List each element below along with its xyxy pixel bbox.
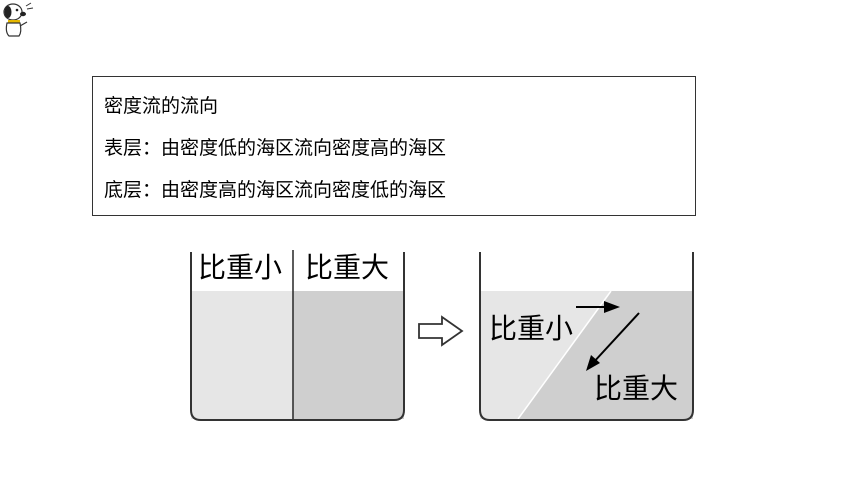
snoopy-logo-icon — [3, 2, 34, 37]
right-heavy-label: 比重大 — [594, 372, 678, 405]
surface-layer-text: 表层：由密度低的海区流向密度高的海区 — [104, 137, 447, 159]
density-current-textbox: 密度流的流向 表层：由密度低的海区流向密度高的海区 底层：由密度高的海区流向密度… — [92, 76, 696, 216]
transition-arrow-icon — [418, 315, 464, 347]
bottom-layer-text: 底层：由密度高的海区流向密度低的海区 — [104, 179, 447, 201]
bottom-flow-arrow-icon — [586, 312, 640, 371]
left-heavy-label: 比重大 — [305, 251, 389, 284]
right-container: 比重小 比重大 — [479, 252, 694, 421]
left-container: 比重小 比重大 — [190, 250, 405, 421]
right-light-label: 比重小 — [489, 312, 573, 345]
heavy-water-right — [293, 291, 404, 419]
light-water-left — [191, 291, 293, 419]
surface-flow-arrow-icon — [576, 301, 620, 313]
interface-line — [517, 290, 612, 420]
left-beaker-outline — [190, 252, 405, 421]
right-beaker-outline — [479, 252, 694, 421]
textbox-title: 密度流的流向 — [104, 95, 219, 117]
light-water-wedge — [480, 291, 611, 419]
left-light-label: 比重小 — [198, 251, 282, 284]
